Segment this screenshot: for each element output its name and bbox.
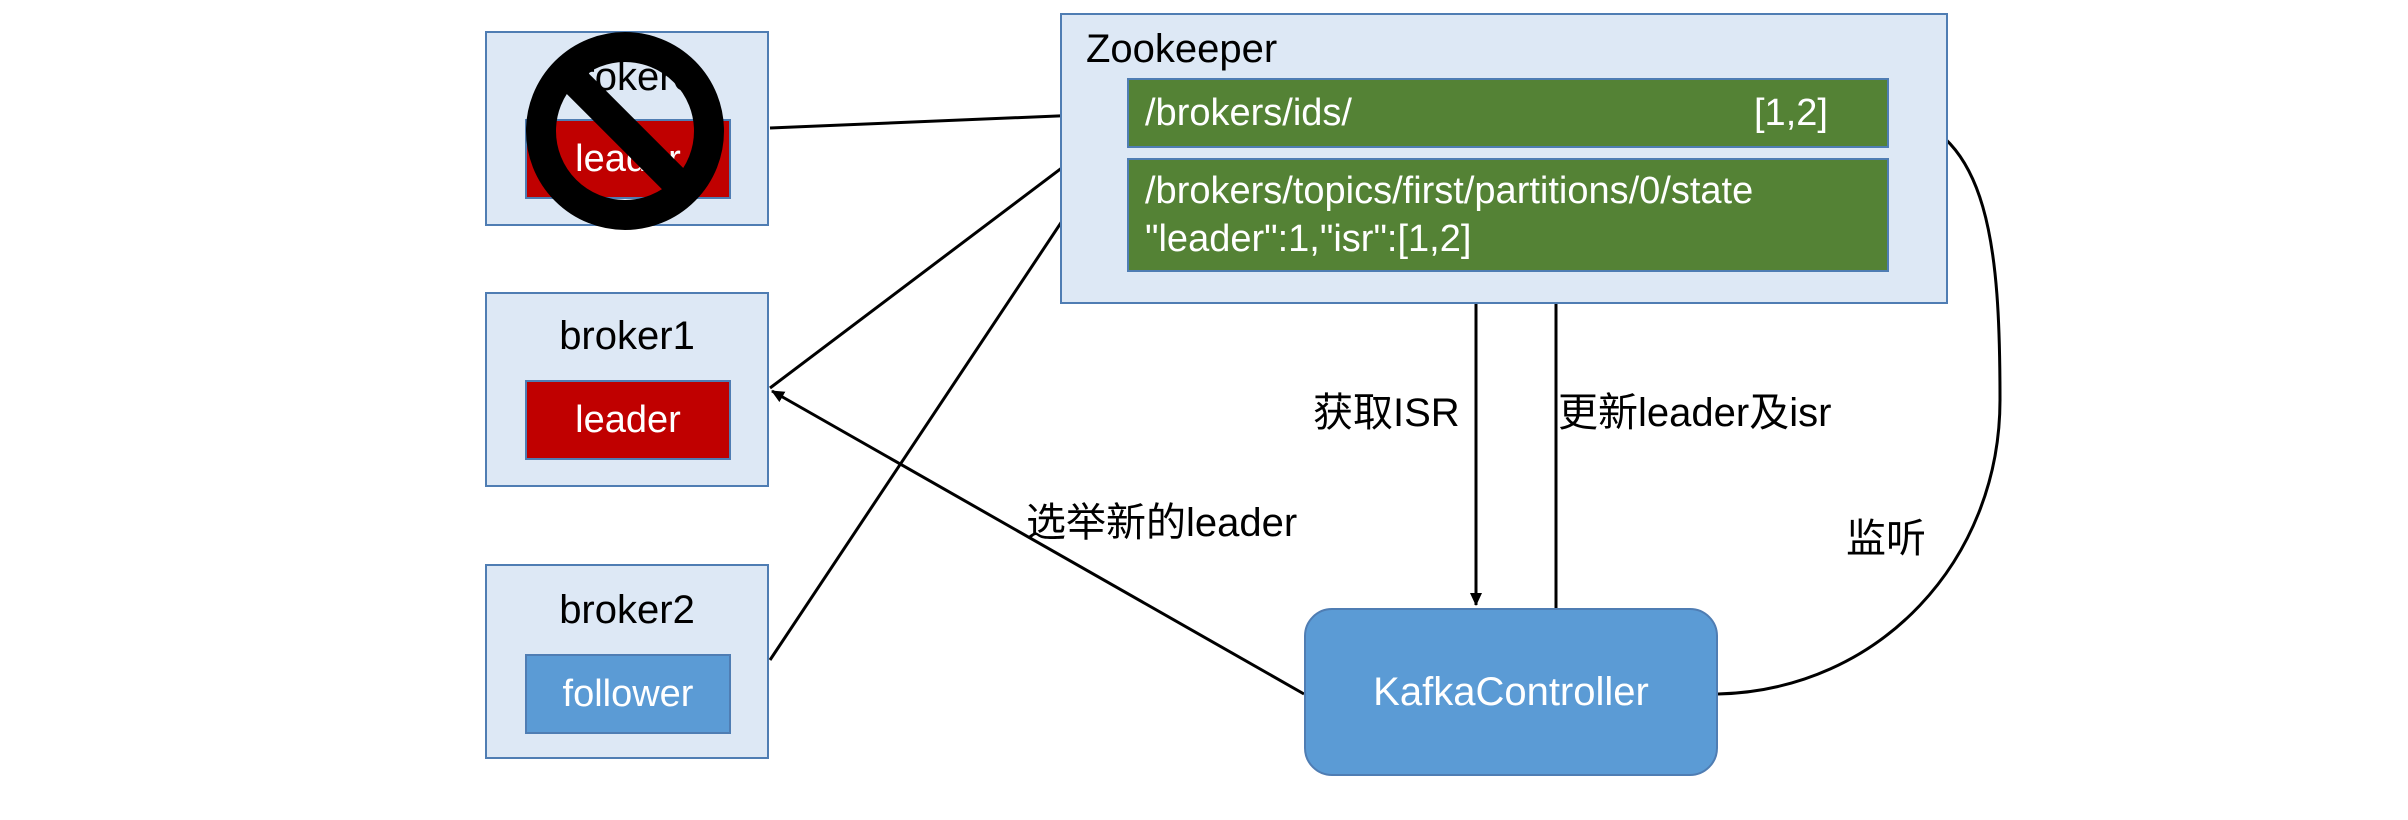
no-entry-icon (526, 32, 724, 230)
label-elect-new-leader: 选举新的leader (1026, 501, 1298, 545)
zk-node-state-path: /brokers/topics/first/partitions/0/state (1145, 170, 1754, 212)
label-get-isr: 获取ISR (1313, 391, 1460, 435)
broker0-box: broker0 leader (485, 31, 769, 230)
broker1-title: broker1 (559, 314, 695, 358)
edge-elect-leader (771, 389, 1305, 696)
zk-node-state-value: "leader":1,"isr":[1,2] (1145, 218, 1472, 260)
zk-node-broker-ids: /brokers/ids/ [1,2] (1127, 78, 1889, 148)
zookeeper-title: Zookeeper (1086, 27, 1278, 71)
edge-listen (1717, 109, 2002, 696)
broker2-role: follower (525, 654, 731, 734)
zk-node-ids-value: [1,2] (1754, 92, 1828, 134)
broker1-box: broker1 leader (485, 292, 769, 487)
broker1-role: leader (525, 380, 731, 460)
kafka-controller: KafkaController (1304, 608, 1718, 776)
broker2-title: broker2 (559, 588, 695, 632)
label-update-leader-isr: 更新leader及isr (1558, 391, 1832, 435)
zk-node-partition-state: /brokers/topics/first/partitions/0/state… (1127, 158, 1889, 272)
broker2-box: broker2 follower (485, 564, 769, 759)
label-listen: 监听 (1846, 517, 1926, 561)
zk-node-ids-path: /brokers/ids/ (1145, 92, 1352, 134)
